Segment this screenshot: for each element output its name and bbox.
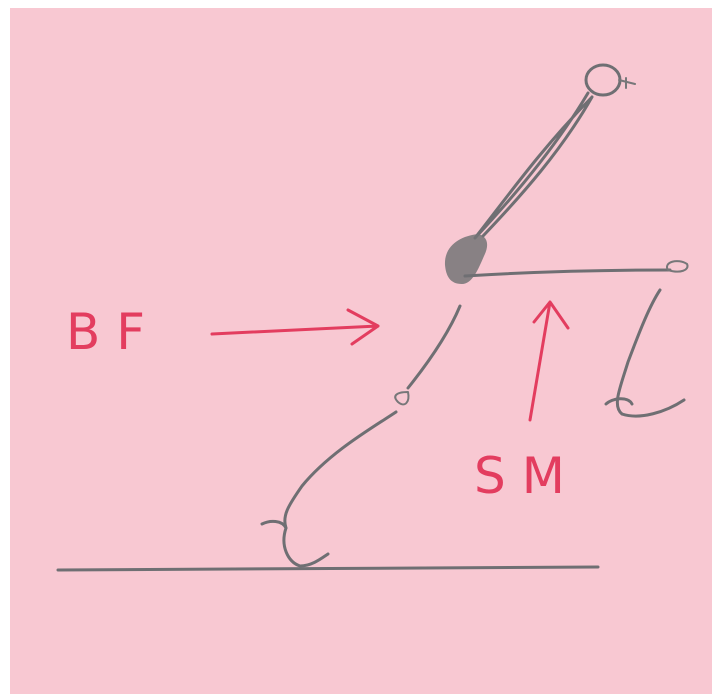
torso	[473, 91, 594, 240]
head	[584, 63, 622, 97]
front-shin	[615, 288, 662, 416]
rear-thigh	[406, 304, 462, 390]
sm-arrow	[528, 300, 570, 422]
hip-shading	[444, 234, 488, 284]
ground-line	[56, 565, 600, 572]
rear-foot	[260, 519, 330, 568]
pink-paper-background	[10, 8, 712, 694]
sm-label: SM	[474, 447, 581, 505]
rear-knee	[394, 391, 410, 406]
bf-arrow	[210, 308, 380, 346]
bf-label: BF	[66, 303, 162, 361]
rear-shin	[283, 410, 398, 530]
front-knee	[666, 260, 689, 273]
front-foot	[604, 397, 686, 418]
front-thigh	[463, 268, 672, 278]
nose-mark	[618, 77, 636, 89]
